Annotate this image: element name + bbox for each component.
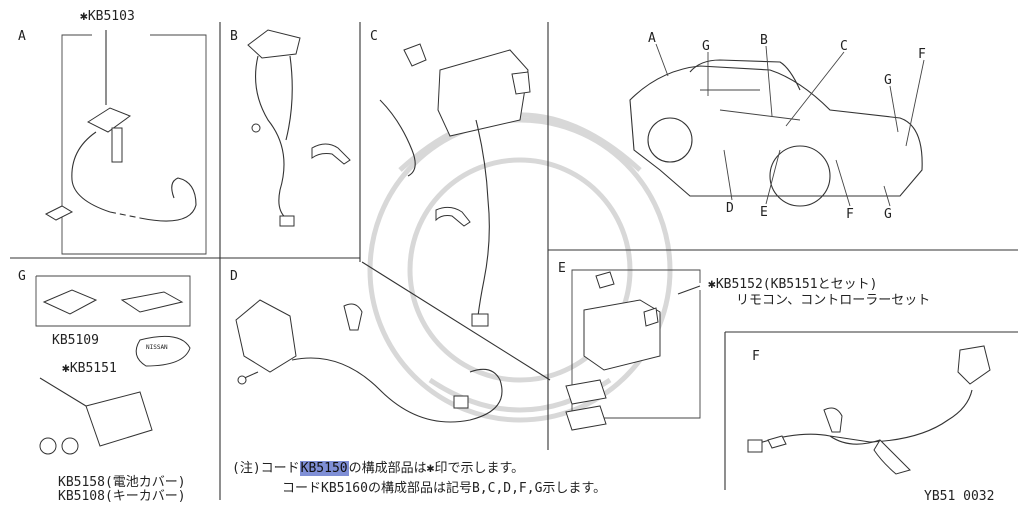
harness-c [379, 43, 531, 327]
car-callout-f1: F [918, 47, 926, 62]
car-callout-leaders [655, 43, 925, 207]
harness-b [247, 29, 351, 227]
car-callout-g1: G [702, 39, 710, 54]
part-number-kb5108: KB5108(キーカバー) [58, 489, 186, 504]
note-line-2: コードKB5160の構成部品は記号B,C,D,F,G示します。 [282, 481, 607, 496]
controller-unit [565, 269, 701, 431]
section-letter-f: F [752, 349, 760, 364]
note-prefix: (注)コード [232, 461, 300, 476]
part-number-kb5103: ✱KB5103 [80, 9, 135, 24]
part-number-kb5151: ✱KB5151 [62, 361, 117, 376]
panel-dividers [10, 22, 1018, 500]
note-line-1: (注)コードKB5150の構成部品は✱印で示します。 [232, 461, 525, 476]
car-callout-b: B [760, 33, 768, 48]
note-line-1-rest: の構成部品は✱印で示します。 [348, 461, 525, 476]
car-callout-a: A [648, 31, 656, 46]
harness-d [235, 299, 503, 423]
car-callout-f2: F [846, 207, 854, 222]
part-description-remote-controller: リモコン、コントローラーセット [736, 293, 931, 308]
car-callout-d: D [726, 201, 734, 216]
section-letter-d: D [230, 269, 238, 284]
card-label-nissan: NISSAN [146, 344, 168, 351]
section-letter-g: G [18, 269, 26, 284]
harness-f [747, 345, 991, 475]
part-number-kb5158: KB5158(電池カバー) [58, 475, 186, 490]
car-callout-e: E [760, 205, 768, 220]
antenna-part [44, 30, 207, 255]
section-letter-a: A [18, 29, 26, 44]
car-callout-g3: G [884, 207, 892, 222]
car-illustration [629, 59, 923, 207]
remote-and-cards [35, 275, 191, 455]
highlighted-code: KB5150 [299, 461, 349, 476]
part-number-kb5109: KB5109 [52, 333, 99, 348]
section-letter-e: E [558, 261, 566, 276]
figure-id: YB51 0032 [924, 489, 995, 504]
section-letter-b: B [230, 29, 238, 44]
car-callout-g2: G [884, 73, 892, 88]
part-number-kb5152: ✱KB5152(KB5151とセット) [708, 277, 878, 292]
section-letter-c: C [370, 29, 378, 44]
car-callout-c: C [840, 39, 848, 54]
